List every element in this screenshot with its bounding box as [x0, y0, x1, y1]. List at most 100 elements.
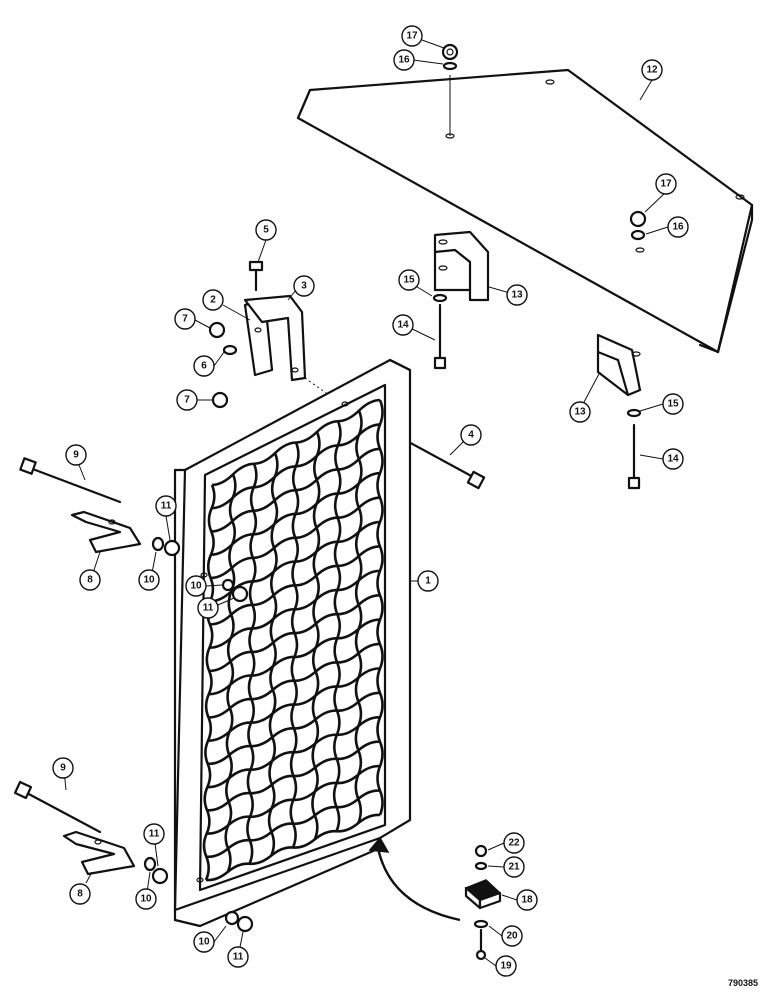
svg-text:5: 5: [263, 225, 269, 236]
callout-8: 8: [69, 883, 91, 905]
svg-text:18: 18: [521, 895, 533, 906]
callout-17: 17: [655, 173, 677, 195]
callout-12: 12: [641, 59, 663, 81]
washer-16-right: [630, 229, 646, 241]
nut-7b: [211, 391, 229, 409]
svg-text:16: 16: [398, 55, 410, 66]
svg-text:12: 12: [646, 65, 658, 76]
svg-text:14: 14: [397, 320, 409, 331]
bracket-upper: [433, 230, 490, 302]
grille-mesh: [202, 398, 384, 882]
svg-text:4: 4: [468, 430, 474, 441]
bumper-18: [464, 879, 502, 910]
washer-10-bottom: [224, 910, 240, 926]
nut-11-upper: [163, 539, 181, 557]
bolt-9-upper: [19, 457, 122, 504]
bracket-8-upper: [70, 510, 142, 554]
callout-11: 11: [227, 946, 249, 968]
callout-21: 21: [503, 856, 525, 878]
svg-text:8: 8: [77, 889, 83, 900]
callout-7: 7: [174, 308, 196, 330]
svg-text:3: 3: [301, 281, 307, 292]
nut-22: [474, 844, 488, 858]
callout-11: 11: [155, 495, 177, 517]
svg-text:21: 21: [508, 862, 520, 873]
svg-text:11: 11: [203, 603, 214, 614]
callout-18: 18: [516, 889, 538, 911]
mesh-column: [267, 452, 279, 857]
svg-text:7: 7: [184, 395, 190, 406]
svg-text:15: 15: [667, 399, 679, 410]
callout-14: 14: [392, 314, 414, 336]
svg-text:15: 15: [403, 275, 415, 286]
svg-text:8: 8: [87, 575, 93, 586]
svg-text:9: 9: [73, 450, 79, 461]
callout-9: 9: [65, 444, 87, 466]
washer-10-upper: [151, 536, 165, 552]
callout-17: 17: [401, 25, 423, 47]
callout-19: 19: [495, 955, 517, 977]
washer-15-upper: [432, 293, 448, 303]
svg-text:19: 19: [500, 961, 512, 972]
callout-10: 10: [138, 569, 160, 591]
callout-1: 1: [417, 570, 439, 592]
washer-6: [222, 344, 238, 356]
bolt-5: [248, 260, 264, 292]
svg-text:10: 10: [140, 894, 152, 905]
svg-text:22: 22: [508, 838, 520, 849]
svg-text:11: 11: [233, 952, 244, 963]
nut-17-top: [441, 43, 459, 61]
callout-16: 16: [667, 216, 689, 238]
nut-11-mid: [231, 585, 249, 603]
callout-3: 3: [293, 275, 315, 297]
callouts: 17 16 12 17 16 5 2 3 15 13 7 14 6 7 13 1…: [52, 25, 689, 977]
svg-text:2: 2: [210, 295, 216, 306]
svg-text:16: 16: [672, 222, 684, 233]
callout-14: 14: [662, 448, 684, 470]
washer-16-top: [442, 61, 458, 71]
svg-text:17: 17: [660, 179, 672, 190]
callout-11: 11: [143, 823, 165, 845]
bolt-14-lower: [627, 423, 641, 490]
nut-7a: [208, 321, 226, 339]
callout-11: 11: [197, 597, 219, 619]
callout-10: 10: [185, 575, 207, 597]
svg-text:10: 10: [198, 937, 210, 948]
mesh-column: [289, 442, 300, 849]
callout-15: 15: [662, 393, 684, 415]
svg-text:13: 13: [511, 290, 523, 301]
mesh-column: [354, 410, 363, 824]
callout-9: 9: [52, 757, 74, 779]
mesh-column: [311, 431, 321, 840]
callout-22: 22: [503, 832, 525, 854]
bracket-8-lower: [62, 830, 136, 876]
callout-16: 16: [393, 49, 415, 71]
mesh-column: [224, 473, 237, 873]
svg-text:9: 9: [60, 763, 66, 774]
callout-6: 6: [193, 355, 215, 377]
bolt-9-lower: [13, 780, 102, 834]
callout-7: 7: [176, 389, 198, 411]
callout-20: 20: [501, 925, 523, 947]
callout-10: 10: [193, 931, 215, 953]
washer-15-lower: [626, 408, 642, 418]
nut-11-bottom: [236, 915, 254, 933]
svg-text:10: 10: [143, 575, 155, 586]
svg-text:10: 10: [190, 581, 202, 592]
svg-text:1: 1: [425, 576, 431, 587]
washer-10-lower: [143, 856, 157, 872]
mesh-column: [376, 399, 384, 816]
callout-8: 8: [79, 569, 101, 591]
svg-text:17: 17: [406, 31, 418, 42]
mesh-column: [332, 420, 342, 832]
washer-20: [473, 919, 489, 929]
washer-10-mid: [221, 578, 235, 592]
callout-10: 10: [135, 888, 157, 910]
svg-text:11: 11: [149, 829, 160, 840]
bolt-14-upper: [433, 303, 447, 370]
curved-arrow: [368, 836, 461, 922]
callout-13: 13: [506, 284, 528, 306]
svg-text:20: 20: [506, 931, 518, 942]
svg-text:7: 7: [182, 314, 188, 325]
